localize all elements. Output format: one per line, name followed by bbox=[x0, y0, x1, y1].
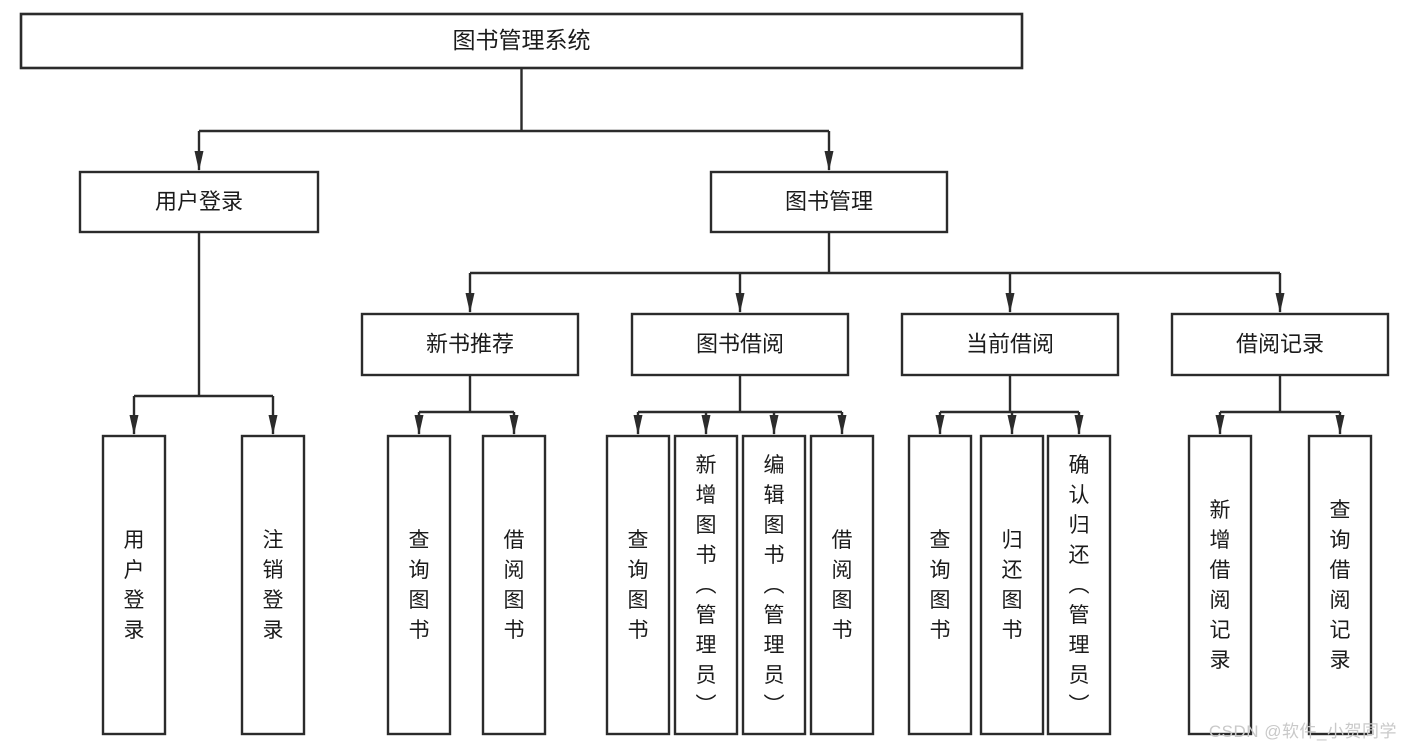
node-label-user-login: 用户登录 bbox=[155, 189, 243, 214]
arrow-head-icon bbox=[1007, 415, 1017, 435]
node-layer: 图书管理系统用户登录图书管理新书推荐图书借阅当前借阅借阅记录用户登录注销登录查询… bbox=[19, 12, 1390, 736]
node-box-leaf-user-login[interactable] bbox=[101, 434, 167, 736]
node-book-manage[interactable]: 图书管理 bbox=[709, 170, 949, 234]
node-leaf-query-book-1[interactable]: 查询图书 bbox=[386, 434, 452, 736]
arrow-head-icon bbox=[509, 415, 519, 435]
node-leaf-query-book-2[interactable]: 查询图书 bbox=[605, 434, 671, 736]
node-box-leaf-query-book-3[interactable] bbox=[907, 434, 973, 736]
node-current-borrow[interactable]: 当前借阅 bbox=[900, 312, 1120, 377]
arrow-head-icon bbox=[1275, 293, 1285, 313]
node-label-leaf-confirm-return-admin: 确认归还︵管理员︶ bbox=[1069, 454, 1090, 717]
node-label-leaf-query-book-1: 查询图书 bbox=[409, 529, 430, 642]
node-leaf-add-borrow-record[interactable]: 新增借阅记录 bbox=[1187, 434, 1253, 736]
node-box-leaf-query-book-2[interactable] bbox=[605, 434, 671, 736]
arrow-head-icon bbox=[769, 415, 779, 435]
arrow-head-icon bbox=[465, 293, 475, 313]
node-leaf-edit-book-admin[interactable]: 编辑图书︵管理员︶ bbox=[741, 434, 807, 736]
node-box-book-manage[interactable] bbox=[709, 170, 949, 234]
node-box-leaf-borrow-book-1[interactable] bbox=[481, 434, 547, 736]
node-box-user-login[interactable] bbox=[78, 170, 320, 234]
node-label-leaf-borrow-book-2: 借阅图书 bbox=[832, 529, 853, 642]
node-label-leaf-user-login: 用户登录 bbox=[124, 529, 145, 642]
node-box-root[interactable] bbox=[19, 12, 1024, 70]
node-box-book-borrow[interactable] bbox=[630, 312, 850, 377]
arrow-head-icon bbox=[824, 151, 834, 171]
arrow-head-icon bbox=[735, 293, 745, 313]
arrow-head-icon bbox=[701, 415, 711, 435]
watermark-text: CSDN @软件_小贺同学 bbox=[1208, 722, 1397, 741]
node-label-leaf-logout: 注销登录 bbox=[263, 529, 284, 642]
node-box-current-borrow[interactable] bbox=[900, 312, 1120, 377]
connector-layer bbox=[129, 68, 1345, 435]
node-leaf-logout[interactable]: 注销登录 bbox=[240, 434, 306, 736]
node-leaf-borrow-book-1[interactable]: 借阅图书 bbox=[481, 434, 547, 736]
node-label-leaf-return-book: 归还图书 bbox=[1002, 529, 1023, 642]
node-label-book-manage: 图书管理 bbox=[785, 189, 873, 214]
node-label-leaf-borrow-book-1: 借阅图书 bbox=[504, 529, 525, 642]
node-leaf-query-borrow-record[interactable]: 查询借阅记录 bbox=[1307, 434, 1373, 736]
node-label-root: 图书管理系统 bbox=[453, 27, 591, 53]
arrow-head-icon bbox=[935, 415, 945, 435]
node-box-borrow-record[interactable] bbox=[1170, 312, 1390, 377]
node-leaf-user-login[interactable]: 用户登录 bbox=[101, 434, 167, 736]
node-box-leaf-query-borrow-record[interactable] bbox=[1307, 434, 1373, 736]
arrow-head-icon bbox=[633, 415, 643, 435]
node-label-leaf-add-book-admin: 新增图书︵管理员︶ bbox=[696, 454, 717, 717]
arrow-head-icon bbox=[194, 151, 204, 171]
node-label-leaf-edit-book-admin: 编辑图书︵管理员︶ bbox=[764, 454, 785, 717]
node-label-book-borrow: 图书借阅 bbox=[696, 331, 784, 356]
node-leaf-add-book-admin[interactable]: 新增图书︵管理员︶ bbox=[673, 434, 739, 736]
node-borrow-record[interactable]: 借阅记录 bbox=[1170, 312, 1390, 377]
node-box-leaf-return-book[interactable] bbox=[979, 434, 1045, 736]
node-label-leaf-add-borrow-record: 新增借阅记录 bbox=[1210, 499, 1231, 672]
arrow-head-icon bbox=[1335, 415, 1345, 435]
node-book-borrow[interactable]: 图书借阅 bbox=[630, 312, 850, 377]
node-leaf-return-book[interactable]: 归还图书 bbox=[979, 434, 1045, 736]
arrow-head-icon bbox=[1215, 415, 1225, 435]
node-box-leaf-edit-book-admin[interactable] bbox=[741, 434, 807, 736]
arrow-head-icon bbox=[268, 415, 278, 435]
arrow-head-icon bbox=[129, 415, 139, 435]
arrow-head-icon bbox=[1005, 293, 1015, 313]
arrow-head-icon bbox=[1074, 415, 1084, 435]
node-leaf-borrow-book-2[interactable]: 借阅图书 bbox=[809, 434, 875, 736]
node-new-book-recommend[interactable]: 新书推荐 bbox=[360, 312, 580, 377]
node-box-new-book-recommend[interactable] bbox=[360, 312, 580, 377]
node-box-leaf-add-borrow-record[interactable] bbox=[1187, 434, 1253, 736]
arrow-head-icon bbox=[414, 415, 424, 435]
node-user-login[interactable]: 用户登录 bbox=[78, 170, 320, 234]
node-leaf-query-book-3[interactable]: 查询图书 bbox=[907, 434, 973, 736]
node-root[interactable]: 图书管理系统 bbox=[19, 12, 1024, 70]
node-label-leaf-query-borrow-record: 查询借阅记录 bbox=[1330, 499, 1351, 672]
node-label-current-borrow: 当前借阅 bbox=[966, 331, 1054, 356]
node-label-leaf-query-book-3: 查询图书 bbox=[930, 529, 951, 642]
node-box-leaf-add-book-admin[interactable] bbox=[673, 434, 739, 736]
arrow-head-icon bbox=[837, 415, 847, 435]
node-box-leaf-confirm-return-admin[interactable] bbox=[1046, 434, 1112, 736]
node-label-leaf-query-book-2: 查询图书 bbox=[628, 529, 649, 642]
node-leaf-confirm-return-admin[interactable]: 确认归还︵管理员︶ bbox=[1046, 434, 1112, 736]
node-box-leaf-logout[interactable] bbox=[240, 434, 306, 736]
node-label-borrow-record: 借阅记录 bbox=[1236, 331, 1324, 356]
node-label-new-book-recommend: 新书推荐 bbox=[426, 331, 514, 356]
node-box-leaf-borrow-book-2[interactable] bbox=[809, 434, 875, 736]
node-box-leaf-query-book-1[interactable] bbox=[386, 434, 452, 736]
